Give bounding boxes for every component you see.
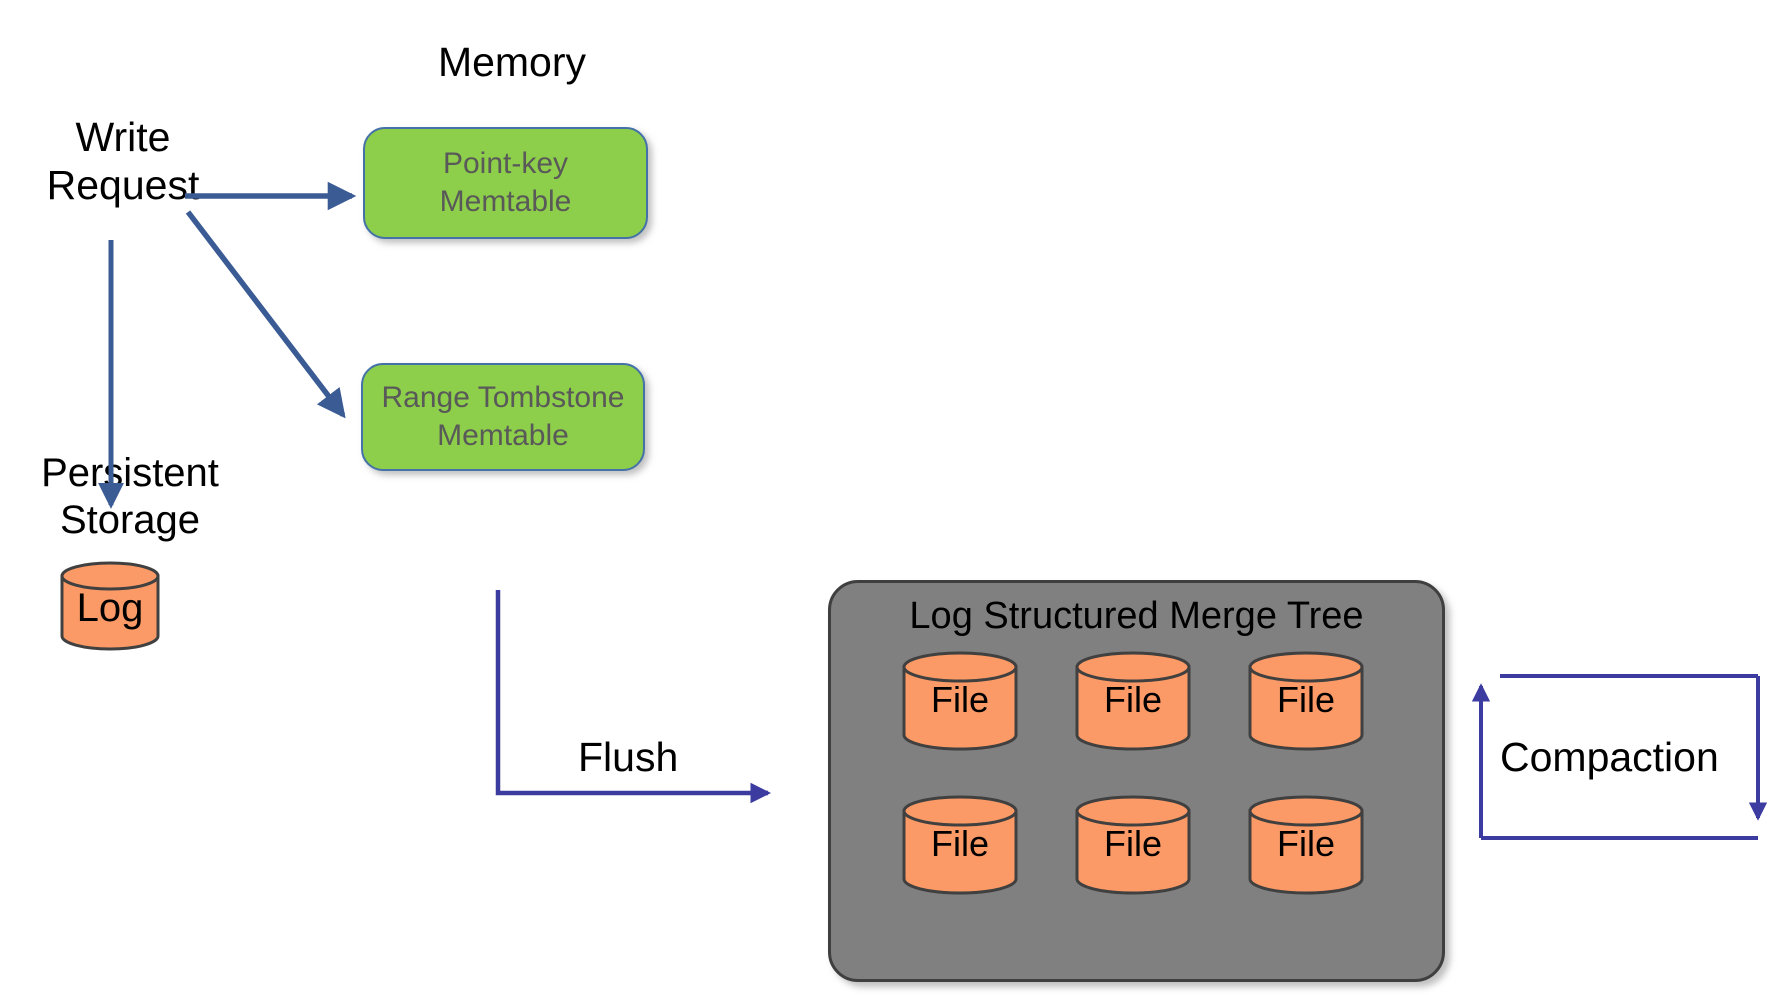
file-cylinder-2[interactable]: File — [1075, 651, 1191, 751]
log-cylinder-label: Log — [76, 586, 144, 630]
cylinder-shape-icon — [1075, 651, 1191, 751]
file-cylinder-6-label: File — [1276, 823, 1335, 864]
file-cylinder-5[interactable]: File — [1075, 795, 1191, 895]
file-cylinder-4[interactable]: File — [902, 795, 1018, 895]
file-cylinder-3[interactable]: File — [1248, 651, 1364, 751]
file-cylinder-6[interactable]: File — [1248, 795, 1364, 895]
file-cylinder-3-label: File — [1276, 679, 1335, 720]
file-cylinder-1-label: File — [930, 679, 989, 720]
file-cylinder-5-label: File — [1103, 823, 1162, 864]
cylinder-shape-icon — [902, 795, 1018, 895]
file-cylinder-1[interactable]: File — [902, 651, 1018, 751]
lsm-tree-container[interactable]: Log Structured Merge Tree File File File — [828, 580, 1445, 982]
flush-label: Flush — [578, 734, 679, 780]
file-cylinder-2-label: File — [1103, 679, 1162, 720]
cylinder-shape-icon — [60, 561, 160, 651]
compaction-label: Compaction — [1500, 734, 1719, 780]
cylinder-shape-icon — [1075, 795, 1191, 895]
cylinder-shape-icon — [1248, 795, 1364, 895]
cylinder-shape-icon — [902, 651, 1018, 751]
lsm-tree-title: Log Structured Merge Tree — [909, 595, 1364, 637]
memory-label: Memory — [437, 39, 587, 85]
file-cylinder-4-label: File — [930, 823, 989, 864]
cylinder-shape-icon — [1248, 651, 1364, 751]
arrow-write-to-range-tombstone-memtable — [185, 210, 346, 419]
log-cylinder[interactable]: Log — [60, 561, 160, 651]
